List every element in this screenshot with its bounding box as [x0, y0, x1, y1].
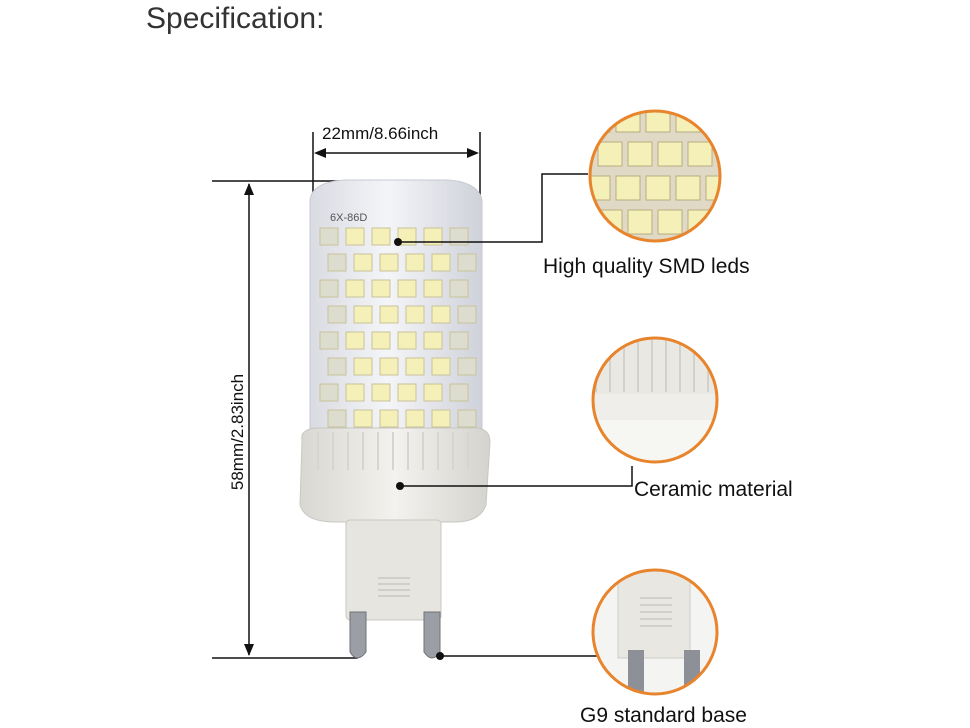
ceramic-closeup-ring: [591, 336, 719, 464]
led-chip: [319, 383, 339, 402]
bulb-marking: 6X-86D: [330, 212, 367, 224]
led-chip: [319, 279, 339, 298]
led-chip: [431, 305, 451, 324]
led-chip: [397, 227, 417, 246]
led-chip: [345, 331, 365, 350]
led-chip: [327, 357, 347, 376]
led-chip: [319, 227, 339, 246]
led-chip: [397, 279, 417, 298]
width-label: 22mm/8.66inch: [322, 124, 439, 143]
led-chip: [431, 253, 451, 272]
led-chip: [405, 357, 425, 376]
g9-pins: [349, 611, 441, 659]
led-chip: [371, 383, 391, 402]
led-chip: [449, 279, 469, 298]
led-chip: [345, 279, 365, 298]
led-chip: [319, 331, 339, 350]
base-closeup-ring: [591, 568, 719, 696]
led-chip: [457, 409, 477, 428]
led-chip: [423, 331, 443, 350]
led-chip: [431, 409, 451, 428]
led-chip: [371, 331, 391, 350]
led-chip: [405, 253, 425, 272]
led-chip: [379, 305, 399, 324]
led-chip: [431, 357, 451, 376]
led-grid: [319, 227, 477, 428]
led-closeup: [590, 111, 720, 241]
height-label: 58mm/2.83inch: [228, 373, 247, 491]
callout-label-ceramic: Ceramic material: [634, 478, 793, 501]
led-chip: [457, 357, 477, 376]
callout-base: [436, 568, 719, 696]
led-chip: [405, 305, 425, 324]
led-chip: [371, 279, 391, 298]
led-chip: [379, 357, 399, 376]
led-chip: [397, 331, 417, 350]
led-chip: [423, 383, 443, 402]
led-chip: [405, 409, 425, 428]
led-closeup-ring: [588, 109, 722, 243]
led-chip: [379, 409, 399, 428]
led-chip: [327, 305, 347, 324]
led-chip: [449, 331, 469, 350]
led-chip: [423, 227, 443, 246]
led-chip: [353, 253, 373, 272]
led-chip: [371, 227, 391, 246]
led-chip: [449, 227, 469, 246]
led-chip: [353, 357, 373, 376]
led-chip: [423, 279, 443, 298]
base-closeup: [593, 570, 717, 694]
led-chip: [397, 383, 417, 402]
led-chip: [379, 253, 399, 272]
ceramic-base: [299, 427, 491, 621]
callout-label-leds: High quality SMD leds: [543, 255, 750, 278]
led-chip: [345, 227, 365, 246]
page-title: Specification:: [146, 2, 325, 35]
led-chip: [327, 253, 347, 272]
led-chip: [353, 305, 373, 324]
led-chip: [449, 383, 469, 402]
led-chip: [353, 409, 373, 428]
callout-label-base: G9 standard base: [580, 704, 747, 727]
led-chip: [457, 253, 477, 272]
led-chip: [327, 409, 347, 428]
led-chip: [345, 383, 365, 402]
led-chip: [457, 305, 477, 324]
bulb-body: 6X-86D: [309, 179, 483, 441]
